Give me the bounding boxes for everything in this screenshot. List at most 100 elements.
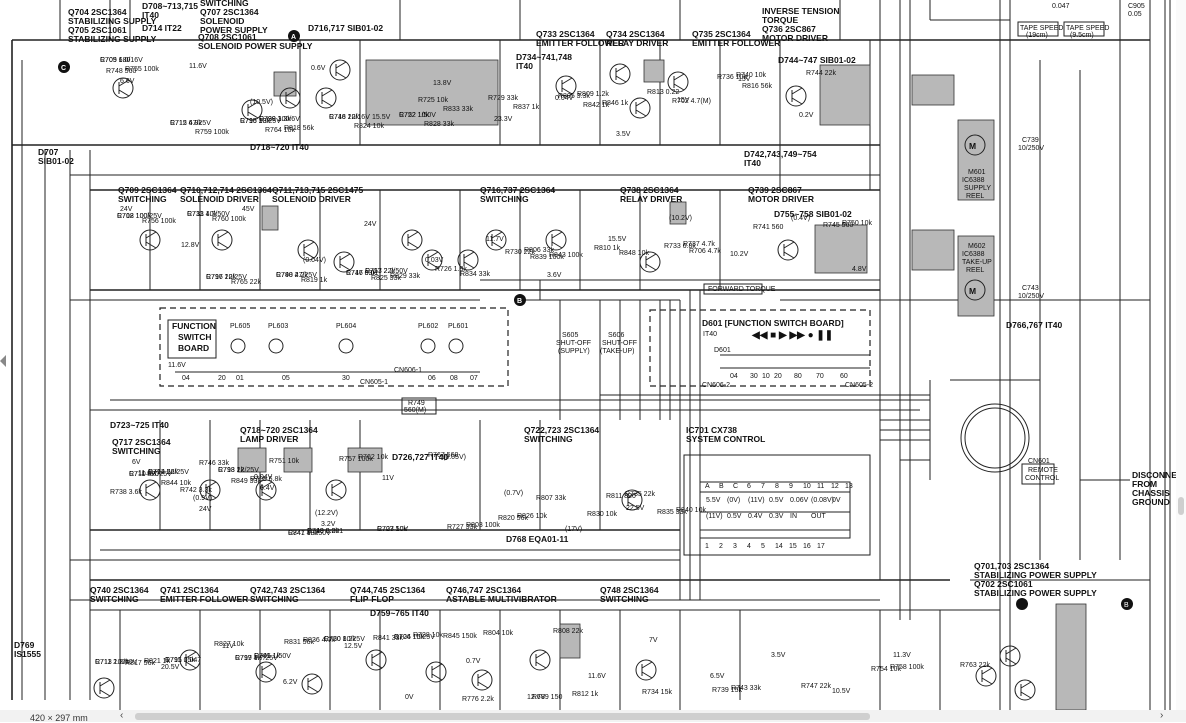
ic701-pin-14: 4 <box>747 543 751 550</box>
block-label-d769-0: D769 <box>14 640 35 650</box>
resistor-label-18: R719 8.2k <box>307 528 339 535</box>
resistor-label-52: R744 22k <box>806 70 836 77</box>
voltage-label-22: 0.7V <box>466 658 481 665</box>
block-label-ic701-0: IC701 CX738 <box>686 425 737 435</box>
fsb-left-lamp-5: PL601 <box>448 323 468 330</box>
block-label-q718-1: LAMP DRIVER <box>240 434 298 444</box>
vertical-scrollbar[interactable] <box>1176 0 1186 710</box>
transistor-symbol-7 <box>315 87 337 109</box>
block-label-q711-0: Q711,713,715 2SC1475 <box>272 185 363 195</box>
resistor-label-37: R810 1k <box>594 245 621 252</box>
function-switch-board-left: FUNCTION SWITCH BOARD 11.6V PL605 PL603 … <box>159 307 509 415</box>
resistor-label-101: R706 4.7k <box>689 248 721 255</box>
resistor-label-31: R804 10k <box>483 630 513 637</box>
voltage-label-15: 15.5V <box>372 114 391 121</box>
fsb-left-pin-1: 04 <box>182 375 190 382</box>
voltage-label-21: (0.05V) <box>443 454 466 461</box>
transistor-symbol-18 <box>777 239 799 261</box>
resistor-label-44: R736 10k <box>717 74 747 81</box>
remote-1: CN601 <box>1028 458 1050 465</box>
block-label-q701-2: Q702 2SC1061 <box>974 579 1033 589</box>
block-label-q744-0: Q744,745 2SC1364 <box>350 585 425 595</box>
remote-2: REMOTE <box>1028 467 1058 474</box>
resistor-label-87: R836 4.7k <box>303 637 335 644</box>
block-label-disconnect-0: DISCONNECT <box>1132 470 1186 480</box>
connection-markers: A B C B <box>58 30 1133 610</box>
capacitor-label-23: C706 10/25V <box>394 634 435 641</box>
transistor-symbol-37 <box>609 63 631 85</box>
voltage-label-38: 6.5V <box>710 673 725 680</box>
block-label-q707-2: SOLENOID <box>200 16 244 26</box>
resistor-label-75: R821 1k <box>144 658 171 665</box>
fsb-right-pin-7: 60 <box>840 373 848 380</box>
ic701-pin-10: 13 <box>845 483 853 490</box>
ic701-state-7: (11V) <box>706 513 723 520</box>
resistor-label-24: R725 10k <box>418 97 448 104</box>
transistor-symbol-17 <box>785 85 807 107</box>
transistors <box>93 59 1036 701</box>
block-label-q740-1: SWITCHING <box>90 594 139 604</box>
scroll-right-arrow-icon[interactable]: › <box>1160 710 1164 721</box>
resistor-label-20: R722 10k <box>399 112 429 119</box>
top-cap-3: 0.05 <box>1128 11 1142 18</box>
capacitor-label-14: C741 4.7/50V <box>288 530 331 537</box>
voltage-label-45: 0.04V <box>254 474 273 481</box>
block-label-d723-0: D723~725 IT40 <box>110 420 169 430</box>
block-label-q742-0: Q742,743 2SC1364 <box>250 585 325 595</box>
svg-text:M: M <box>969 141 976 151</box>
capacitor-label-6: C714 22/25V <box>148 469 189 476</box>
ic701-pin-11: 1 <box>705 543 709 550</box>
capacitor-label-4: C712 47/25V <box>170 120 211 127</box>
resistor-label-15: R801 1k <box>254 653 281 660</box>
block-label-q704-0: Q704 2SC1364 <box>68 7 127 17</box>
voltage-label-9: 6.4V <box>260 485 275 492</box>
voltage-label-7: (10.5V) <box>250 99 273 106</box>
fsb-left-title-1: FUNCTION <box>172 321 216 331</box>
block-label-q736-2: Q736 2SC867 <box>762 24 816 34</box>
fsb-right-pin-6: 70 <box>816 373 824 380</box>
power-rails <box>11 0 1171 720</box>
resistor-label-65: R760 100k <box>212 216 246 223</box>
transistor-symbol-27 <box>301 673 323 695</box>
voltage-label-31: 3.5V <box>616 131 631 138</box>
motor-m601-2: IC6388 <box>962 177 985 184</box>
block-label-d726-0: D726,727 IT40 <box>392 452 449 462</box>
fsb-right-pin-1: 04 <box>730 373 738 380</box>
vertical-scrollbar-thumb[interactable] <box>1178 497 1184 515</box>
resistor-label-26: R727 33k <box>447 524 477 531</box>
resistor-label-91: R841 33k <box>373 635 403 642</box>
block-label-q741-1: EMITTER FOLLOWER <box>160 594 248 604</box>
voltage-label-47: 6.6V <box>120 78 135 85</box>
ic701-state-4: 0.06V <box>790 497 809 504</box>
voltage-label-35: 15V <box>677 97 690 104</box>
resistor-label-103: R789 150 <box>532 694 562 701</box>
resistor-label-25: R726 1.8k <box>435 266 467 273</box>
horizontal-scrollbar-thumb[interactable] <box>135 713 870 720</box>
block-label-q735-0: Q735 2SC1364 <box>692 29 751 39</box>
capacitor-label-9: C717 10/25V <box>206 274 247 281</box>
fsb-left-pin-8: 07 <box>470 375 478 382</box>
block-label-q717-1: SWITCHING <box>112 446 161 456</box>
block-label-d708-0: D708~713,715 <box>142 1 198 11</box>
voltage-label-8: 45V <box>242 206 255 213</box>
voltage-label-50: 11.3V <box>893 652 911 659</box>
voltage-label-23: 23.3V <box>494 116 513 123</box>
block-label-q716-1: SWITCHING <box>480 194 529 204</box>
fsb-left-pin-7: 08 <box>450 375 458 382</box>
scroll-left-arrow-icon[interactable]: ‹ <box>120 710 124 721</box>
block-label-d755-0: D755~758 SIB01-02 <box>774 209 852 219</box>
ic701-pin-9: 12 <box>831 483 839 490</box>
resistor-label-104: R816 56k <box>742 83 772 90</box>
voltage-label-42: 3.5V <box>771 652 786 659</box>
shaded-components <box>237 59 1087 711</box>
previous-page-arrow-icon[interactable] <box>0 355 6 367</box>
block-label-q710-1: SOLENOID DRIVER <box>180 194 259 204</box>
capacitor-label-2: C710 4.7/25V <box>129 471 172 478</box>
transistor-symbol-34 <box>999 645 1021 667</box>
resistor-label-56: R748 560 <box>106 68 136 75</box>
block-label-d768-0: D768 EQA01-11 <box>506 534 569 544</box>
resistor-label-59: R754 10k <box>871 666 901 673</box>
ic701-state-8: 0.5V <box>727 513 742 520</box>
